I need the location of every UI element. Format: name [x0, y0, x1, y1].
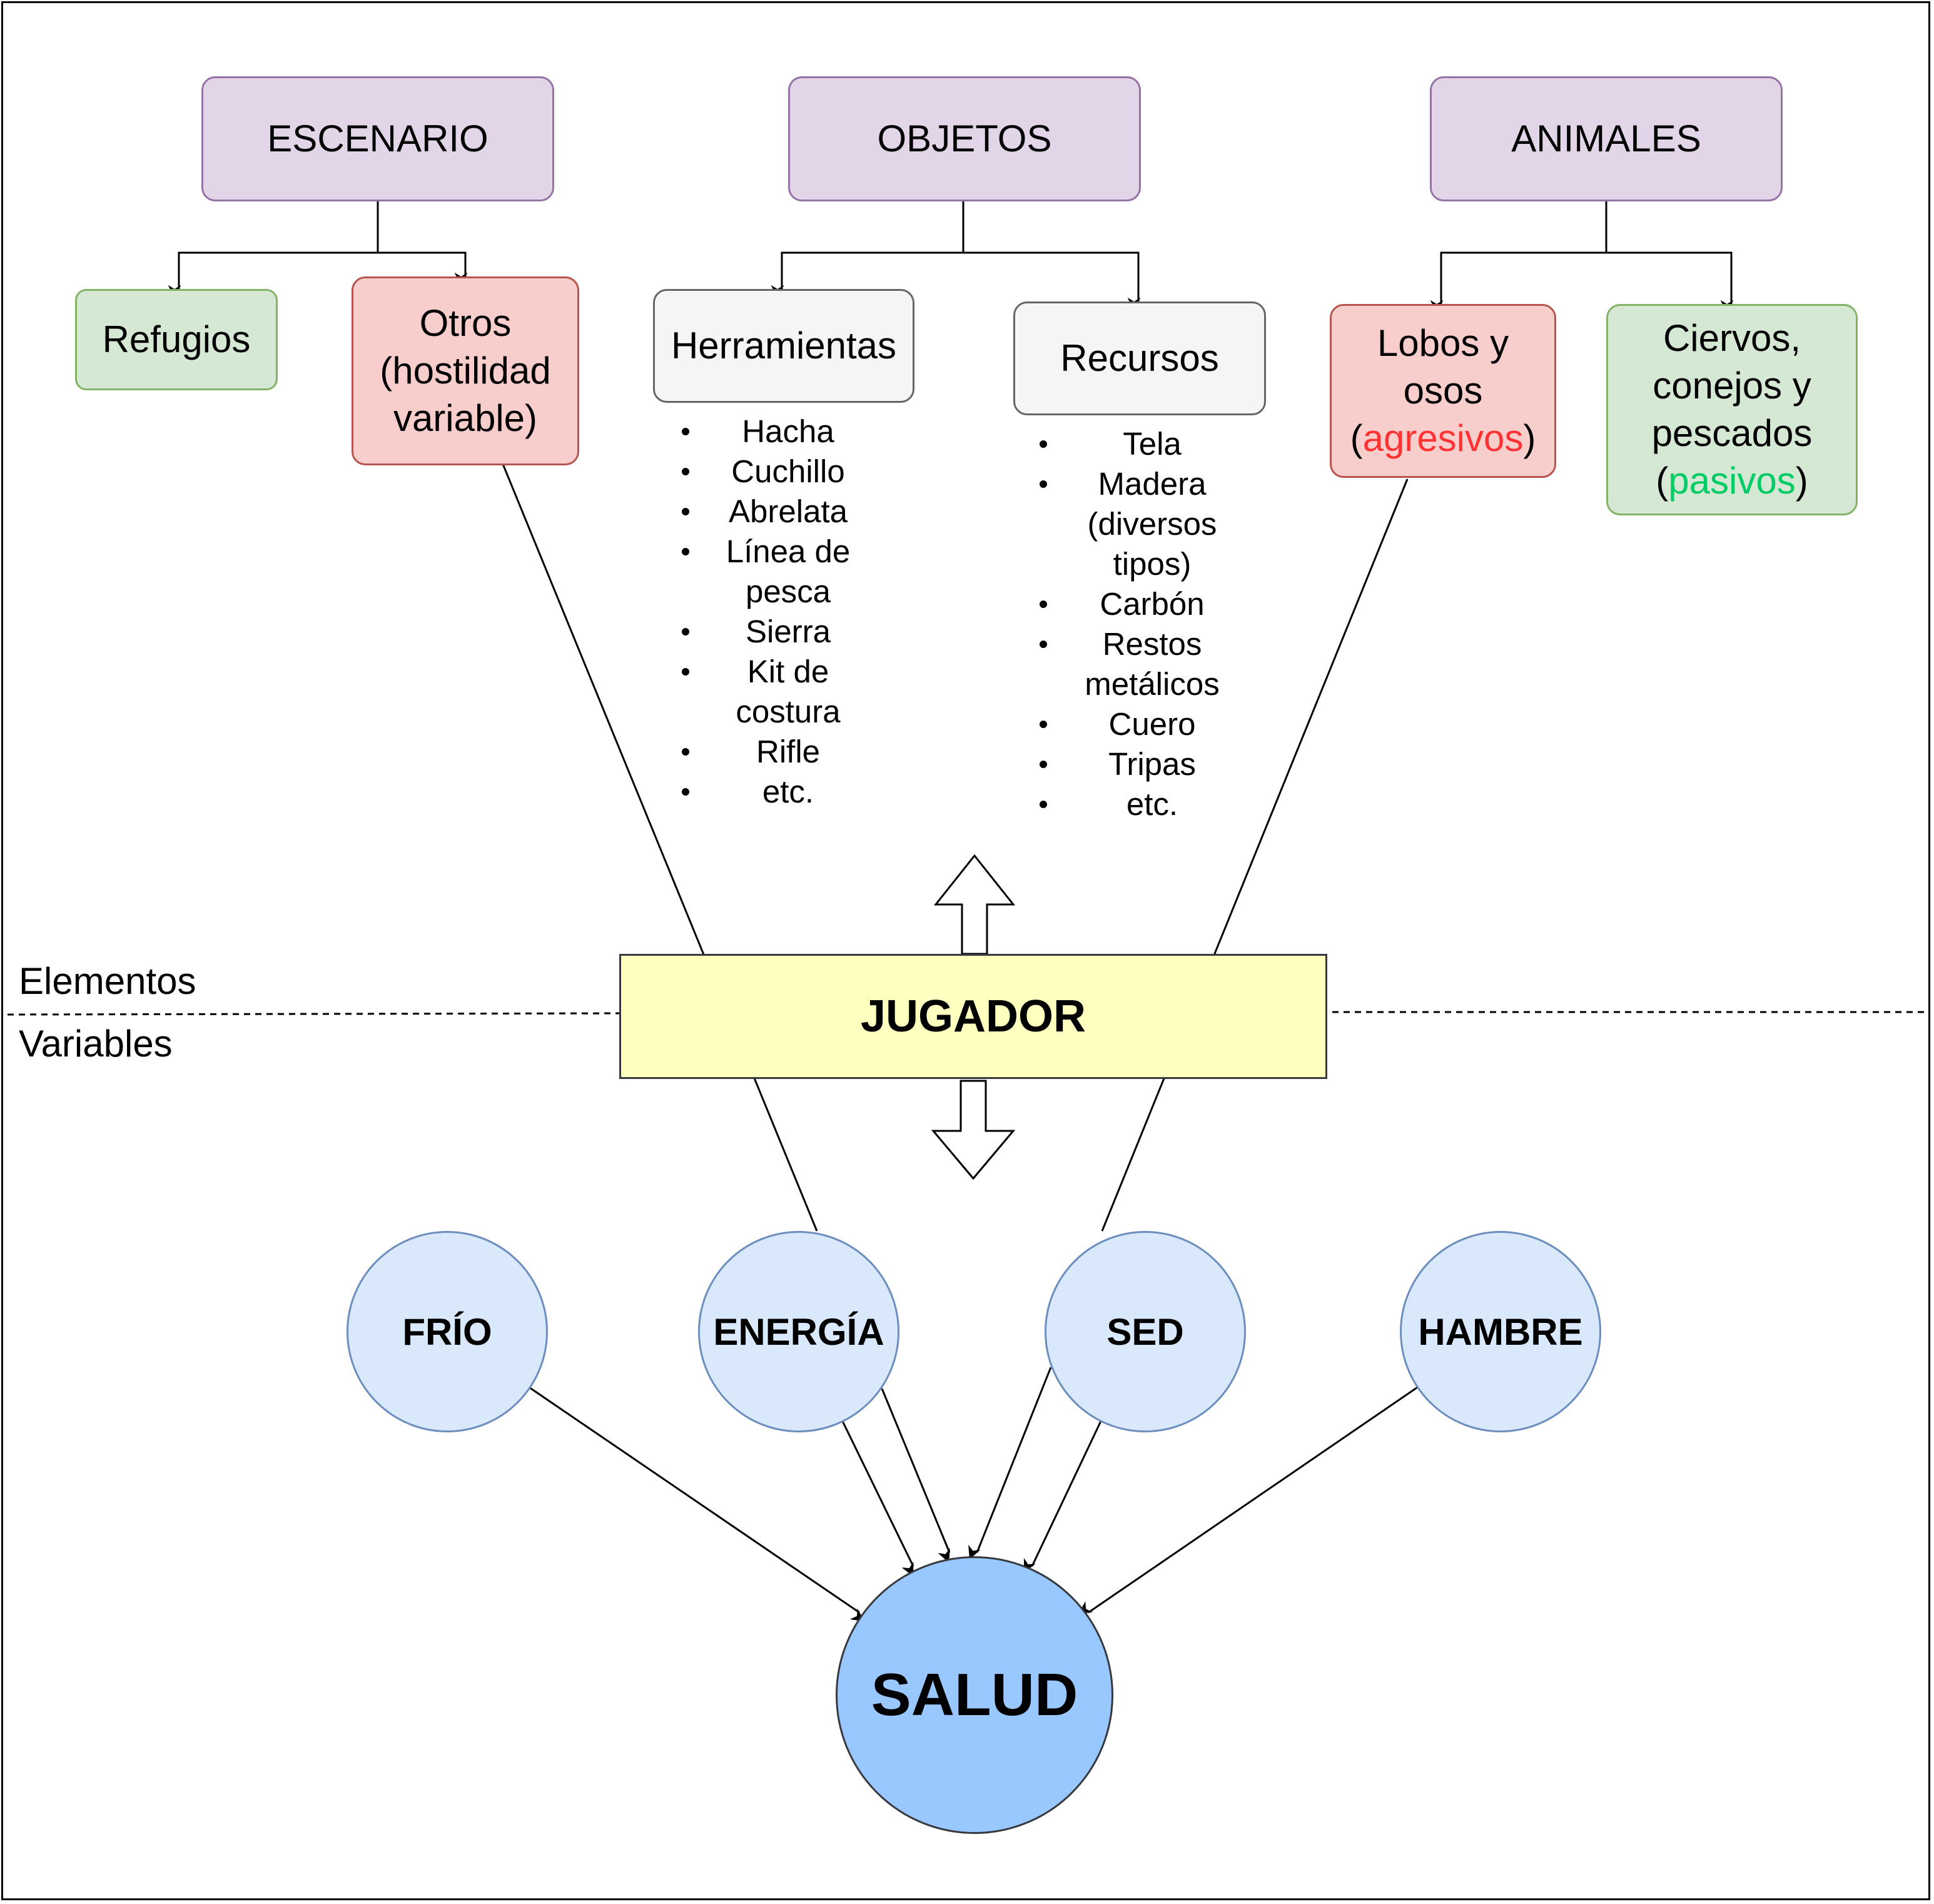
herramientas-node: Herramientas	[653, 289, 914, 403]
down-block-arrow	[931, 1080, 1016, 1180]
refugios-label: Refugios	[102, 318, 251, 360]
recursos-node: Recursos	[1013, 301, 1266, 415]
list-item: Restos metálicos	[1021, 624, 1246, 704]
lobos-label-prefix: Lobos y osos (	[1350, 322, 1509, 459]
list-item: Hacha	[663, 412, 876, 452]
list-item: Sierra	[663, 612, 876, 652]
list-item: Carbón	[1021, 584, 1246, 624]
salud-node: SALUD	[836, 1556, 1113, 1834]
zone-separator-left	[7, 1012, 620, 1016]
list-item: Tela	[1021, 424, 1246, 464]
frio-to-salud-arrow	[529, 1386, 865, 1622]
objetos-label: OBJETOS	[877, 118, 1052, 160]
jugador-node: JUGADOR	[619, 954, 1327, 1079]
hambre-node: HAMBRE	[1400, 1231, 1601, 1432]
ciervos-label-prefix: Ciervos, conejos y pescados (	[1651, 317, 1813, 502]
list-item: Línea de pesca	[663, 532, 876, 612]
list-item: Madera (diversos tipos)	[1021, 464, 1246, 584]
sed-label: SED	[1106, 1310, 1184, 1353]
ciervos-node: Ciervos, conejos y pescados (pasivos)	[1606, 304, 1858, 515]
list-item: Tripas	[1021, 744, 1246, 784]
refugios-node: Refugios	[75, 289, 278, 390]
ciervos-label-suffix: )	[1795, 460, 1808, 502]
lobos-label-suffix: )	[1523, 417, 1536, 459]
energia-node: ENERGÍA	[698, 1231, 899, 1432]
list-item: etc.	[1021, 784, 1246, 824]
otros-node: Otros (hostilidad variable)	[352, 276, 579, 465]
salud-label: SALUD	[871, 1661, 1078, 1728]
recursos-label: Recursos	[1060, 337, 1219, 379]
animales-to-lobos-connector	[1430, 201, 1607, 313]
herramientas-list: Hacha Cuchillo Abrelata Línea de pesca S…	[663, 412, 876, 812]
list-item: Cuchillo	[663, 452, 876, 492]
energia-label: ENERGÍA	[713, 1310, 884, 1353]
escenario-label: ESCENARIO	[267, 118, 489, 160]
list-item: Rifle	[663, 732, 876, 772]
lobos-node: Lobos y osos (agresivos)	[1330, 304, 1556, 478]
agresivos-highlight: agresivos	[1362, 417, 1524, 459]
list-item: etc.	[663, 772, 876, 812]
pasivos-highlight: pasivos	[1668, 460, 1796, 502]
sed-to-salud-arrow-2	[1023, 1420, 1102, 1573]
otros-label: Otros (hostilidad variable)	[380, 302, 551, 439]
up-block-arrow	[933, 854, 1016, 955]
zone-label-variables: Variables	[19, 1023, 173, 1065]
recursos-list: Tela Madera (diversos tipos) Carbón Rest…	[1021, 424, 1246, 824]
sed-to-salud-arrow-1	[968, 1367, 1052, 1560]
objetos-to-herramientas-connector	[771, 201, 964, 298]
frio-label: FRÍO	[402, 1310, 492, 1353]
lobos-label: Lobos y osos (agresivos)	[1344, 320, 1542, 462]
animales-to-ciervos-connector	[1606, 251, 1734, 313]
escenario-to-refugios-connector	[168, 201, 379, 298]
zone-label-elementos: Elementos	[19, 960, 196, 1002]
escenario-node: ESCENARIO	[201, 76, 554, 201]
otros-to-energia-line	[502, 463, 818, 1232]
jugador-label: JUGADOR	[860, 991, 1086, 1041]
energia-to-salud-arrow-1	[841, 1419, 914, 1577]
hambre-label: HAMBRE	[1418, 1310, 1583, 1353]
frio-node: FRÍO	[347, 1231, 548, 1432]
list-item: Abrelata	[663, 492, 876, 532]
sed-node: SED	[1045, 1231, 1246, 1432]
energia-to-salud-arrow-2	[881, 1388, 951, 1563]
escenario-to-otros-connector	[378, 251, 468, 286]
list-item: Cuero	[1021, 704, 1246, 744]
ciervos-label: Ciervos, conejos y pescados (pasivos)	[1624, 315, 1840, 505]
list-item: Kit de costura	[663, 652, 876, 732]
herramientas-label: Herramientas	[671, 325, 897, 367]
objetos-node: OBJETOS	[788, 76, 1141, 201]
hambre-to-salud-arrow	[1078, 1386, 1418, 1614]
animales-node: ANIMALES	[1430, 76, 1783, 201]
animales-label: ANIMALES	[1511, 118, 1701, 160]
lobos-to-sed-line	[1101, 479, 1409, 1232]
objetos-to-recursos-connector	[963, 251, 1141, 311]
